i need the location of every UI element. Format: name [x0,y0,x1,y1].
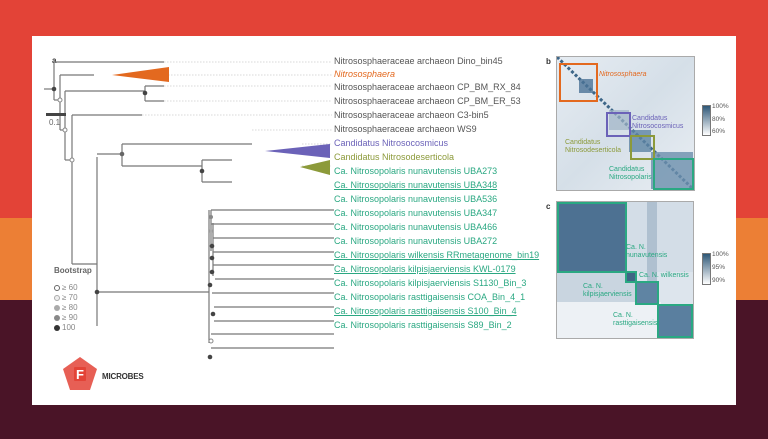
nitrososphaera-clade [112,67,169,82]
wilkensis-box [625,271,637,283]
gray-circle-icon [54,304,60,311]
group-label: Candidatus Nitrosodeserticola [565,139,622,154]
group-label: Candidatus Nitrosocosmicus [632,115,684,130]
nitrosocosmicus-clade [265,144,330,158]
colorbar-tick: 100% [712,103,729,110]
nunavutensis-box [557,202,627,273]
colorbar-tick: 90% [712,277,726,284]
leaf-label: Nitrososphaera [334,69,396,79]
colorbar-tick: 95% [712,264,726,271]
phylogenetic-tree [44,61,334,360]
leaf-label: Ca. Nitrosopolaris nunavutensis UBA272 [334,236,498,246]
rasttigaisensis-box [657,304,693,338]
leaf-label: Nitrososphaeraceae archaeon C3-bin5 [334,110,489,120]
colorbar-c [702,253,711,285]
leaf-label: Ca. Nitrosopolaris rasttigaisensis COA_B… [334,292,526,302]
nitrosocosmicus-box [606,112,631,137]
figure-card: a [32,36,736,405]
legend-item: ≥ 60 [54,283,78,292]
leaf-label: Candidatus Nitrosodeserticola [334,152,455,162]
panel-a-label: a [52,56,57,65]
filled-circle-icon [54,324,60,331]
colorbar-tick: 80% [712,116,726,123]
leaf-label: Ca. Nitrosopolaris rasttigaisensis S89_B… [334,320,512,330]
group-label: Nitrososphaera [599,71,647,78]
nitrosodeserticola-box [630,135,655,160]
light-circle-icon [54,294,60,301]
leaf-label: Ca. Nitrosopolaris nunavutensis UBA347 [334,208,498,218]
legend-item: 100 [54,323,75,332]
leaf-link[interactable]: Ca. Nitrosopolaris rasttigaisensis S100_… [334,306,517,316]
leaf-label: Ca. Nitrosopolaris nunavutensis UBA273 [334,166,498,176]
legend-item: ≥ 70 [54,293,78,302]
legend-item: ≥ 90 [54,313,78,322]
legend-item: ≥ 80 [54,303,78,312]
group-label: Ca. N. rasttigaisensis [613,312,658,327]
leaf-label: Nitrososphaeraceae archaeon Dino_bin45 [334,56,503,66]
nitrosodeserticola-clade [300,160,330,175]
leaf-label: Ca. Nitrosopolaris nunavutensis UBA466 [334,222,498,232]
group-label: Ca. N. wilkensis [639,272,689,279]
colorbar-tick: 100% [712,251,729,258]
nitrososphaera-box [559,63,598,102]
leaf-label: Nitrososphaeraceae archaeon WS9 [334,124,477,134]
scale-bar-label: 0.1 [49,118,61,127]
leaf-link[interactable]: Ca. Nitrosopolaris wilkensis RRmetagenom… [334,250,540,260]
f-microbes-logo-icon: F [63,357,97,390]
panel-c-label: c [546,202,551,211]
leaf-label: Nitrososphaeraceae archaeon CP_BM_ER_53 [334,96,521,106]
svg-text:F: F [76,367,84,382]
group-label: Ca. N. kilpisjaerviensis [583,283,632,298]
heatmap-c: Ca. N. nunavutensis Ca. N. wilkensis Ca.… [556,201,694,339]
leaf-label: Nitrososphaeraceae archaeon CP_BM_RX_84 [334,82,521,92]
heatmap-b: Nitrososphaera Candidatus Nitrosocosmicu… [556,56,695,191]
logo-text: MICROBES [102,372,144,381]
group-label: Candidatus Nitrosopolaris [609,166,652,181]
leaf-label: Ca. Nitrosopolaris kilpisjaerviensis S11… [334,278,527,288]
leaf-label: Candidatus Nitrosocosmicus [334,138,449,148]
leaf-link[interactable]: Ca. Nitrosopolaris kilpisjaerviensis KWL… [334,264,516,274]
group-label: Ca. N. nunavutensis [626,244,668,259]
nitrosopolaris-box [653,158,694,190]
bootstrap-legend-title: Bootstrap [54,266,92,275]
colorbar-tick: 60% [712,128,726,135]
scale-bar [46,113,66,116]
open-circle-icon [54,284,60,291]
leaf-label: Ca. Nitrosopolaris nunavutensis UBA536 [334,194,498,204]
panel-b-label: b [546,57,551,66]
leaf-link[interactable]: Ca. Nitrosopolaris nunavutensis UBA348 [334,180,498,190]
dark-gray-circle-icon [54,314,60,321]
kilpisjaerviensis-box [635,281,659,305]
colorbar-b [702,105,711,136]
